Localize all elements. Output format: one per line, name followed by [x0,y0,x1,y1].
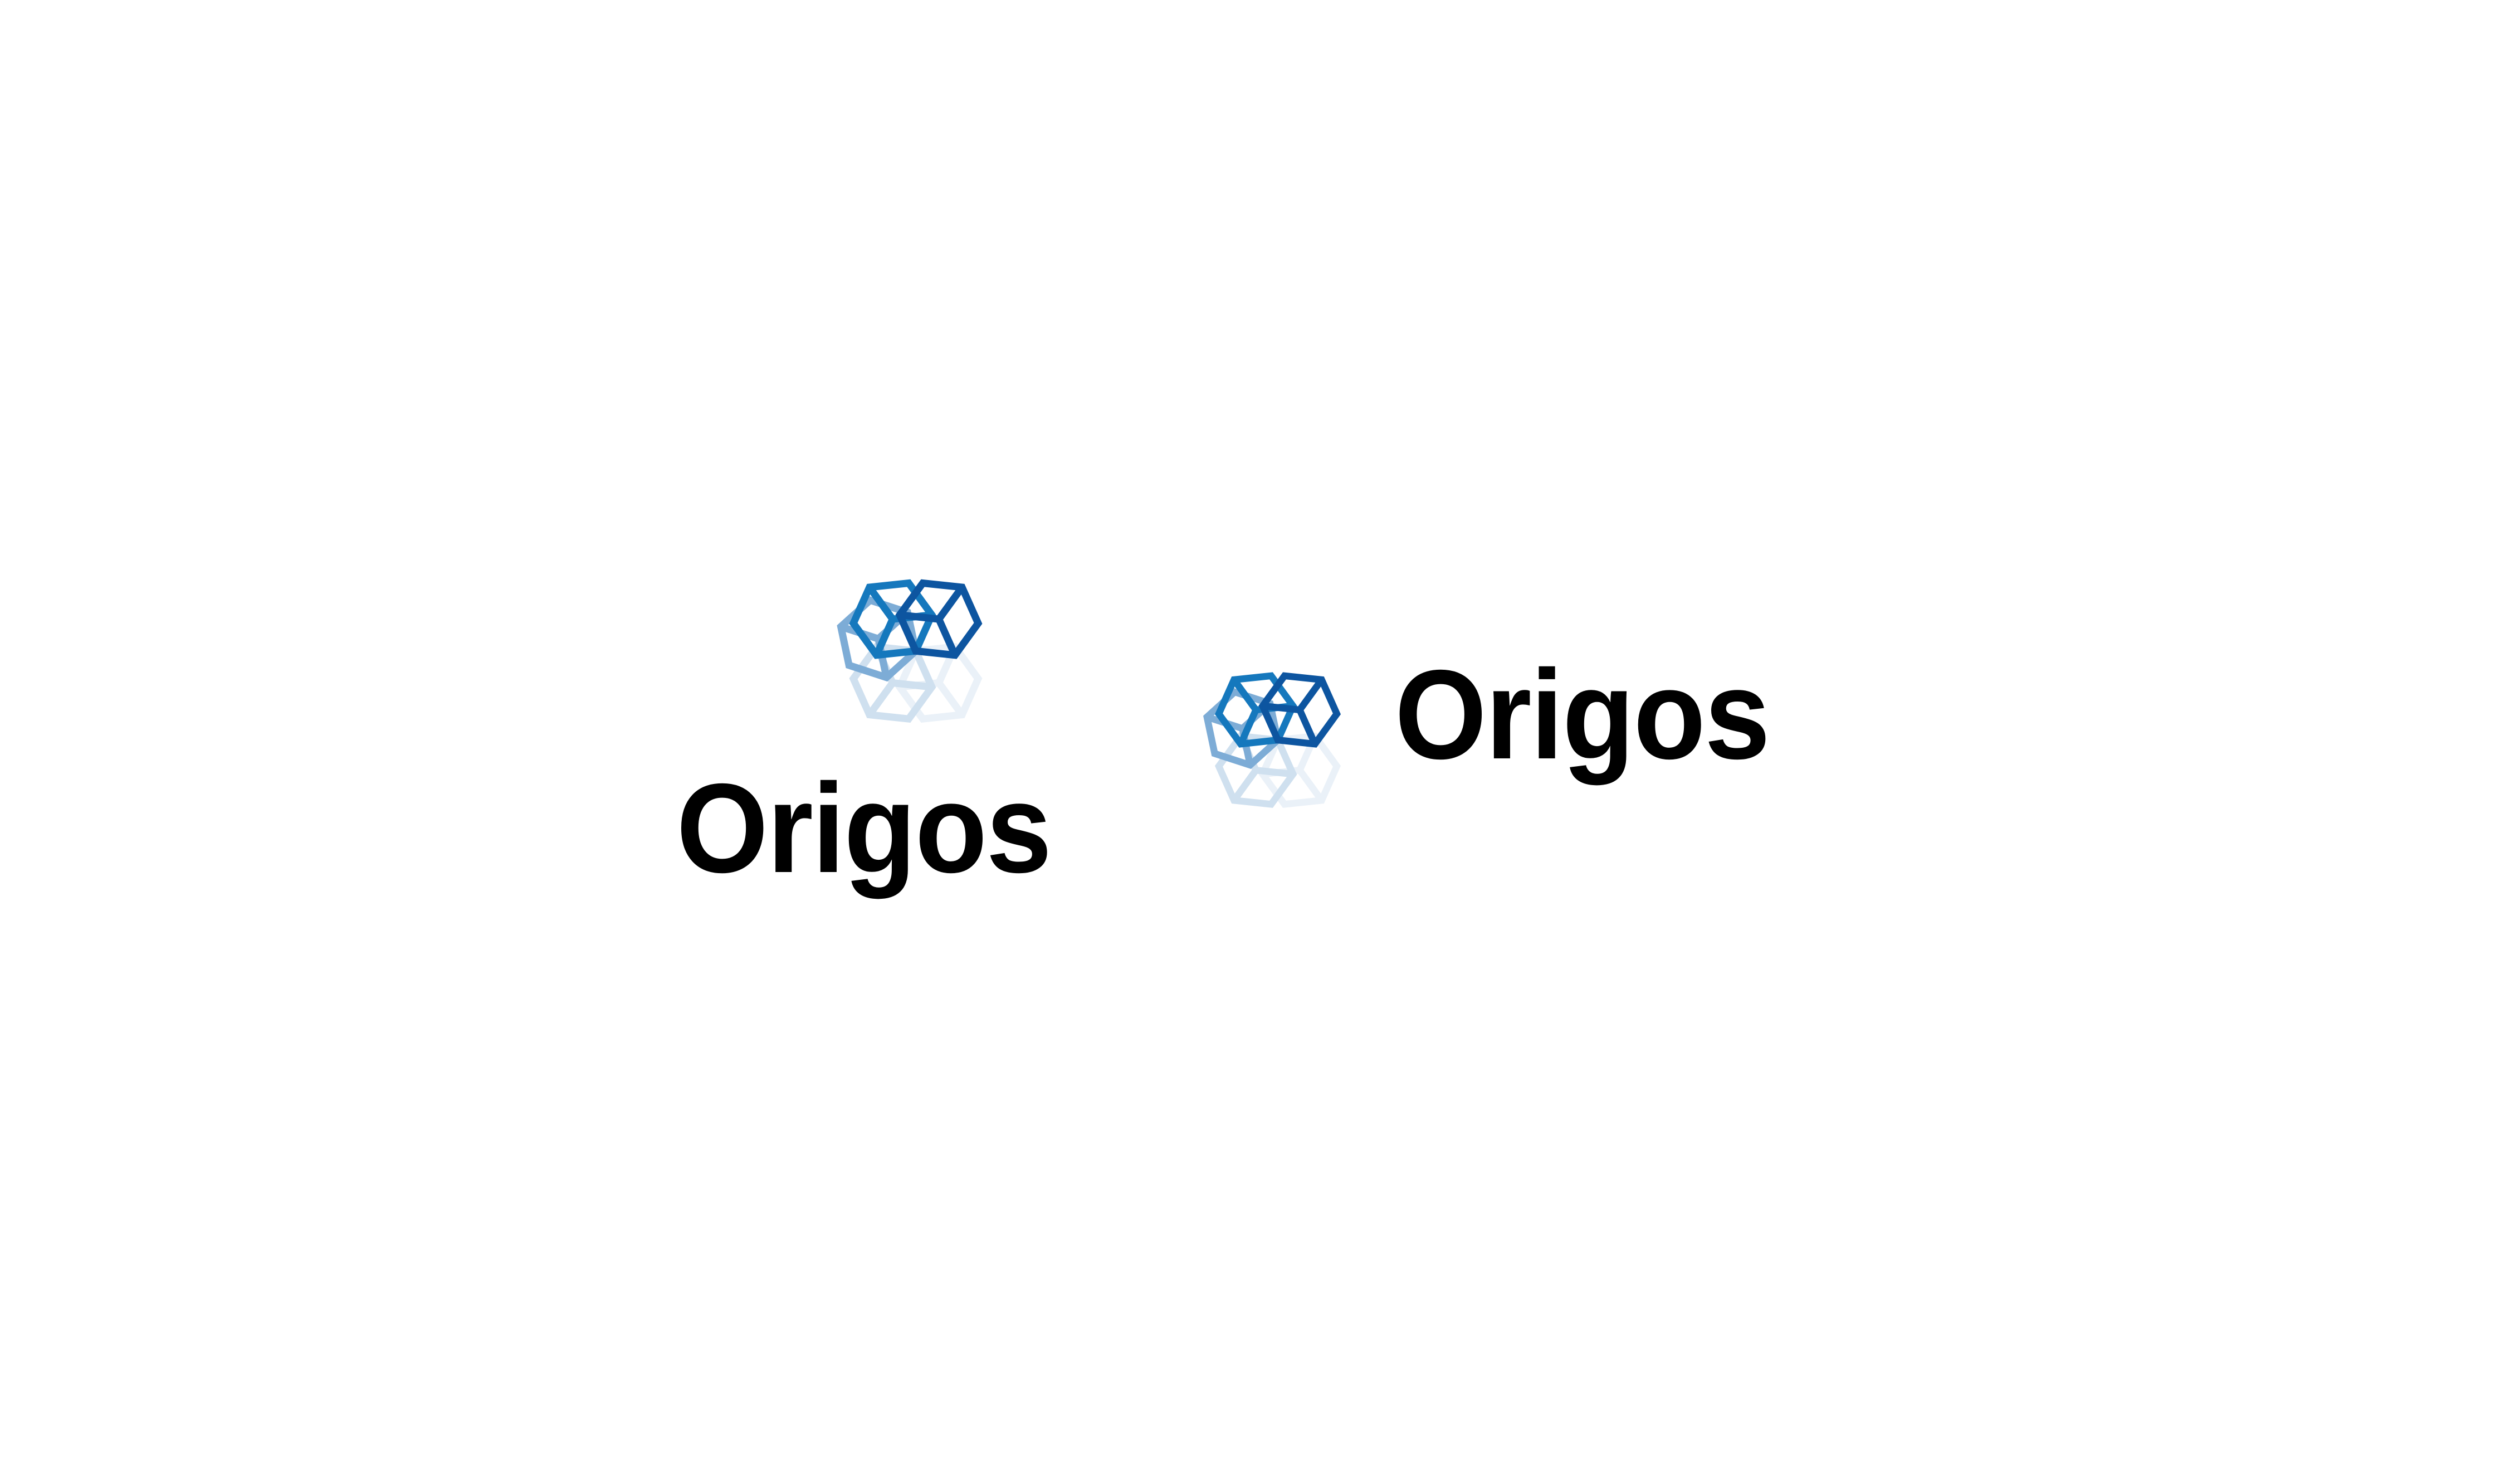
cube-rosette-svg [1180,620,1376,837]
origos-cube-rosette-icon [1180,620,1376,837]
origos-cube-rosette-icon [812,535,1019,742]
origos-wordmark: Origos [1395,644,1770,786]
logo-lockup-stacked[interactable]: Origos [613,535,1114,899]
origos-wordmark: Origos [676,758,1052,899]
logo-lockup-horizontal[interactable]: Origos [1180,620,1798,837]
cube-rosette-svg [812,535,1019,742]
